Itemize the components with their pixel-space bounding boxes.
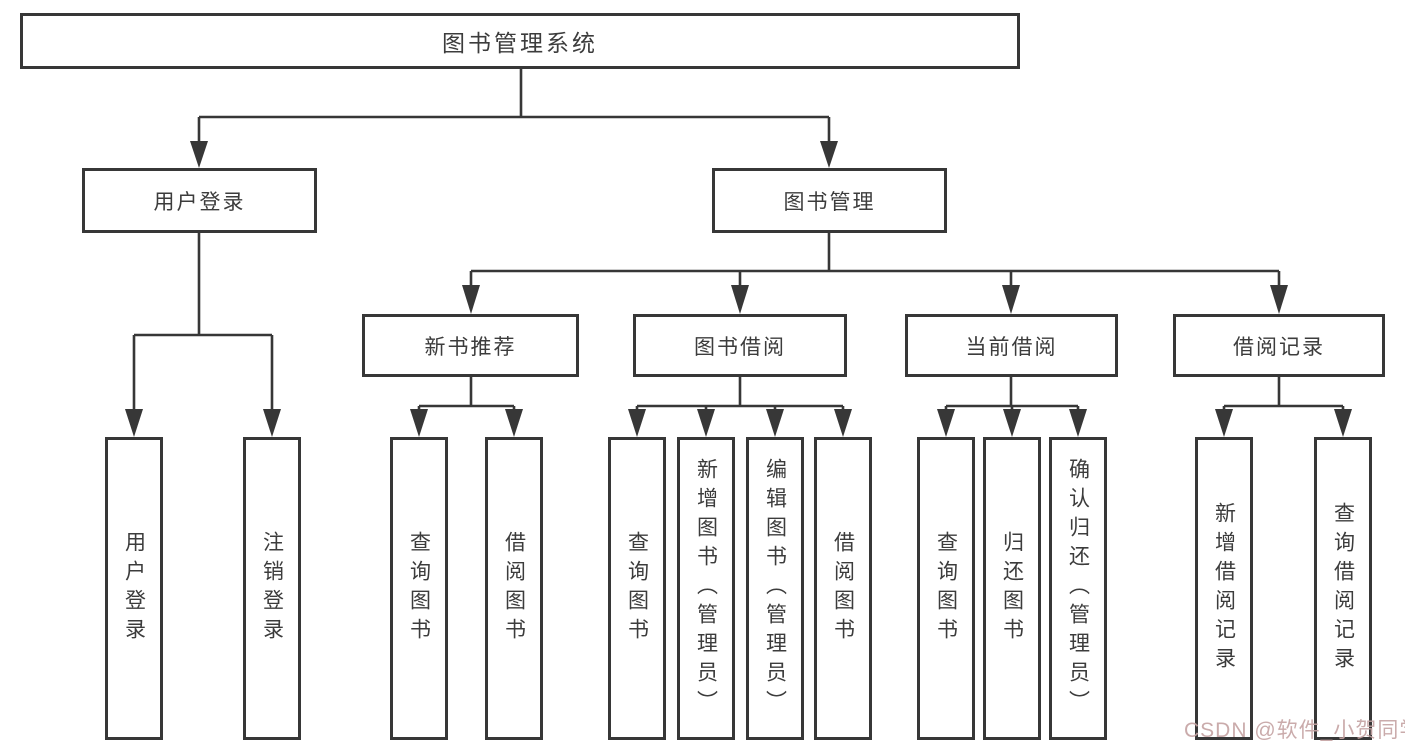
- node-cb-confirm-return: 确认归还（管理员）: [1049, 437, 1107, 740]
- node-nb-borrow-book-label: 借阅图书: [502, 530, 526, 647]
- node-cb-query-book: 查询图书: [917, 437, 975, 740]
- node-cb-confirm-return-label: 确认归还（管理员）: [1066, 458, 1090, 719]
- node-ul-user-login: 用户登录: [105, 437, 163, 740]
- node-current-borrow: 当前借阅: [905, 314, 1118, 377]
- node-new-book-recommend: 新书推荐: [362, 314, 579, 377]
- node-br-add-record: 新增借阅记录: [1195, 437, 1253, 740]
- node-bb-edit-book: 编辑图书（管理员）: [746, 437, 804, 740]
- node-user-login: 用户登录: [82, 168, 317, 233]
- node-root-label: 图书管理系统: [442, 30, 598, 56]
- node-bb-query-book-label: 查询图书: [625, 530, 649, 647]
- node-cb-query-book-label: 查询图书: [934, 530, 958, 647]
- node-book-management: 图书管理: [712, 168, 947, 233]
- node-ul-logout-label: 注销登录: [260, 530, 284, 647]
- node-nb-borrow-book: 借阅图书: [485, 437, 543, 740]
- node-cb-return-book: 归还图书: [983, 437, 1041, 740]
- node-ul-user-login-label: 用户登录: [122, 530, 146, 647]
- node-bb-add-book: 新增图书（管理员）: [677, 437, 735, 740]
- node-new-book-recommend-label: 新书推荐: [424, 335, 517, 359]
- node-br-add-record-label: 新增借阅记录: [1212, 501, 1236, 676]
- node-bb-borrow-book-label: 借阅图书: [831, 530, 855, 647]
- node-nb-query-book: 查询图书: [390, 437, 448, 740]
- node-bb-borrow-book: 借阅图书: [814, 437, 872, 740]
- node-bb-add-book-label: 新增图书（管理员）: [694, 458, 718, 719]
- csdn-watermark: CSDN @软件_小贺同学: [1184, 719, 1405, 742]
- node-br-query-record-label: 查询借阅记录: [1331, 501, 1355, 676]
- node-cb-return-book-label: 归还图书: [1000, 530, 1024, 647]
- node-book-borrow: 图书借阅: [633, 314, 847, 377]
- node-user-login-label: 用户登录: [153, 190, 246, 214]
- node-ul-logout: 注销登录: [243, 437, 301, 740]
- node-borrow-record-label: 借阅记录: [1233, 335, 1325, 359]
- node-bb-query-book: 查询图书: [608, 437, 666, 740]
- node-book-management-label: 图书管理: [783, 190, 876, 214]
- node-current-borrow-label: 当前借阅: [965, 335, 1058, 359]
- node-bb-edit-book-label: 编辑图书（管理员）: [763, 458, 787, 719]
- node-nb-query-book-label: 查询图书: [407, 530, 431, 647]
- node-borrow-record: 借阅记录: [1173, 314, 1385, 377]
- node-root: 图书管理系统: [20, 13, 1020, 69]
- node-book-borrow-label: 图书借阅: [694, 335, 786, 359]
- node-br-query-record: 查询借阅记录: [1314, 437, 1372, 740]
